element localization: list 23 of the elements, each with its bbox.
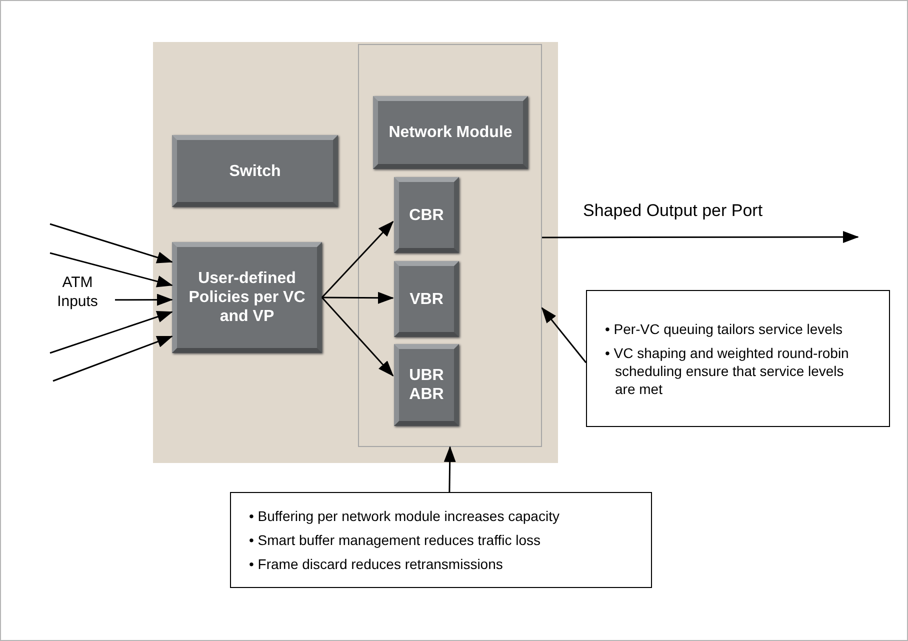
arrow <box>50 252 173 288</box>
module-block: VBR <box>394 261 459 337</box>
input-label: ATM Inputs <box>40 270 115 314</box>
arrow <box>444 446 456 492</box>
arrow <box>115 294 173 306</box>
arrow <box>321 297 394 377</box>
edge-label: Shaped Output per Port <box>583 201 763 221</box>
arrow <box>541 307 587 364</box>
switch-background <box>153 42 558 463</box>
arrow <box>50 311 173 354</box>
module-block: UBR ABR <box>394 344 459 426</box>
module-block: Network Module <box>373 96 528 169</box>
note-box: • Per-VC queuing tailors service levels • VC shaping and weighted round-robin scheduling ensure that service levels are met <box>586 290 890 427</box>
arrow <box>321 220 394 298</box>
arrow <box>50 223 173 264</box>
note-box: • Buffering per network module increases capacity • Smart buffer management reduces traffic loss • Frame discard reduces retransmissions <box>230 492 652 588</box>
module-block: User-defined Policies per VC and VP <box>172 242 322 353</box>
module-frame <box>358 44 542 447</box>
module-block: Switch <box>172 135 338 207</box>
arrow <box>542 231 859 244</box>
module-block: CBR <box>394 177 459 253</box>
arrow <box>52 336 173 382</box>
arrow <box>322 292 394 304</box>
